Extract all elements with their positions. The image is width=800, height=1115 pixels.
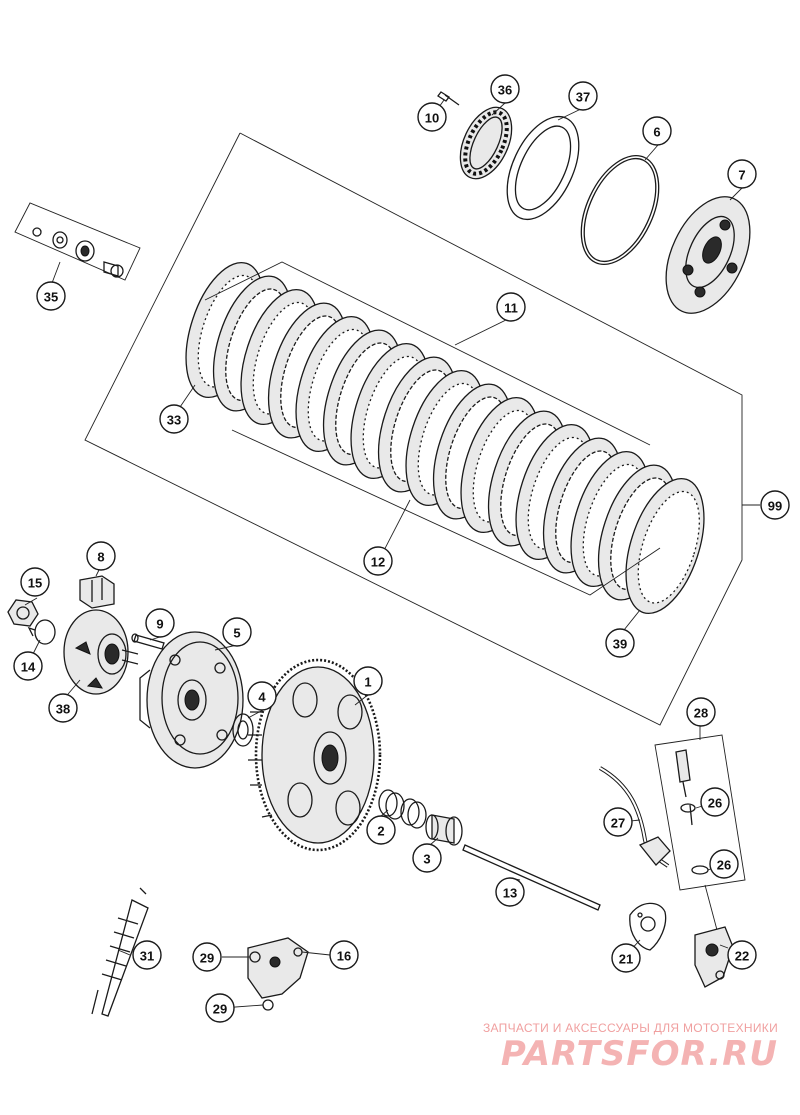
callout-13: 13 [495, 877, 525, 907]
part-26-seal-ring-upper [680, 803, 696, 813]
callout-22: 22 [727, 940, 757, 970]
callout-label: 22 [735, 949, 749, 964]
callout-label: 8 [97, 550, 104, 565]
callout-label: 15 [28, 576, 42, 591]
callout-5: 5 [222, 617, 252, 647]
callout-label: 4 [258, 690, 266, 705]
callout-31: 31 [132, 940, 162, 970]
callout-6: 6 [642, 116, 672, 146]
callout-26: 26 [700, 787, 730, 817]
callout-21: 21 [611, 943, 641, 973]
part-15-nut [7, 599, 39, 627]
callout-label: 37 [576, 90, 590, 105]
callout-39: 39 [605, 628, 635, 658]
part-35-spring-bolt-set [32, 227, 124, 278]
callout-label: 10 [425, 111, 439, 126]
part-3-sleeve [425, 814, 463, 846]
callout-label: 35 [44, 290, 58, 305]
part-38-inner-hub [63, 609, 139, 695]
watermark-logo: PARTSFOR.RU [500, 1034, 778, 1074]
callout-label: 29 [200, 951, 214, 966]
callout-3: 3 [412, 843, 442, 873]
part-1-clutch-basket [248, 658, 382, 852]
watermark: ЗАПЧАСТИ И АКСЕССУАРЫ ДЛЯ МОТОТЕХНИКИ PA… [483, 1021, 778, 1073]
callout-8: 8 [86, 541, 116, 571]
callout-38: 38 [48, 693, 78, 723]
callout-37: 37 [568, 81, 598, 111]
group-bracket-35 [14, 202, 141, 281]
callout-label: 13 [503, 886, 517, 901]
callout-29: 29 [192, 942, 222, 972]
callout-label: 12 [371, 555, 385, 570]
clutch-disc-stack [185, 261, 705, 615]
callout-label: 36 [498, 83, 512, 98]
callout-label: 31 [140, 949, 154, 964]
callout-15: 15 [20, 567, 50, 597]
callout-label: 9 [156, 617, 163, 632]
callout-2: 2 [366, 815, 396, 845]
part-6-o-ring [580, 154, 660, 266]
callout-11: 11 [496, 292, 526, 322]
callout-label: 16 [337, 949, 351, 964]
callout-label: 6 [653, 125, 660, 140]
callout-36: 36 [490, 74, 520, 104]
part-26-seal-ring-lower [691, 865, 709, 875]
part-21-gasket [629, 902, 667, 951]
callout-label: 7 [738, 168, 745, 183]
part-8-damper [79, 575, 115, 609]
part-5-clutch-hub [139, 631, 244, 769]
callout-1: 1 [353, 666, 383, 696]
callout-35: 35 [36, 281, 66, 311]
part-7-pressure-plate [665, 196, 751, 314]
part-13-push-rod [462, 844, 601, 911]
part-16-clutch-lever-body [247, 937, 309, 999]
callout-29: 29 [205, 993, 235, 1023]
callout-label: 33 [167, 413, 181, 428]
part-22-slave-cylinder [694, 926, 734, 988]
callout-9: 9 [145, 608, 175, 638]
part-10-bolt [437, 91, 460, 106]
callout-label: 26 [717, 858, 731, 873]
callout-label: 29 [213, 1002, 227, 1017]
part-37-washer [506, 115, 580, 221]
callout-label: 21 [619, 952, 633, 967]
part-4-washer [232, 713, 254, 747]
callout-99: 99 [760, 490, 790, 520]
callout-33: 33 [159, 404, 189, 434]
callout-28: 28 [686, 697, 716, 727]
part-29-bolt-lower [262, 999, 274, 1011]
callout-label: 28 [694, 706, 708, 721]
callout-label: 14 [21, 660, 36, 675]
part-31-spring-tool [91, 887, 149, 1017]
callout-label: 11 [504, 301, 518, 316]
callout-16: 16 [329, 940, 359, 970]
callout-12: 12 [363, 546, 393, 576]
callout-27: 27 [603, 807, 633, 837]
callout-label: 27 [611, 816, 625, 831]
callout-label: 39 [613, 637, 627, 652]
callout-label: 26 [708, 796, 722, 811]
callout-26: 26 [709, 849, 739, 879]
part-28-bleeder-valve [675, 749, 693, 826]
part-2-bearing [378, 789, 427, 829]
callout-label: 2 [377, 824, 384, 839]
part-27-clutch-hose [599, 766, 671, 868]
callout-7: 7 [727, 159, 757, 189]
part-36-spring-washer [459, 106, 513, 180]
callout-label: 3 [423, 852, 430, 867]
clutch-disc-inner [637, 490, 700, 604]
callout-label: 1 [364, 675, 371, 690]
callout-label: 38 [56, 702, 70, 717]
callout-4: 4 [247, 681, 277, 711]
callout-14: 14 [13, 651, 43, 681]
callout-10: 10 [417, 102, 447, 132]
part-9-pin [131, 633, 165, 650]
callout-label: 5 [233, 626, 240, 641]
callout-label: 99 [768, 499, 782, 514]
group-bracket-99 [84, 132, 743, 726]
part-14-lock-washer [27, 619, 56, 645]
watermark-tagline: ЗАПЧАСТИ И АКСЕССУАРЫ ДЛЯ МОТОТЕХНИКИ [482, 1021, 778, 1035]
